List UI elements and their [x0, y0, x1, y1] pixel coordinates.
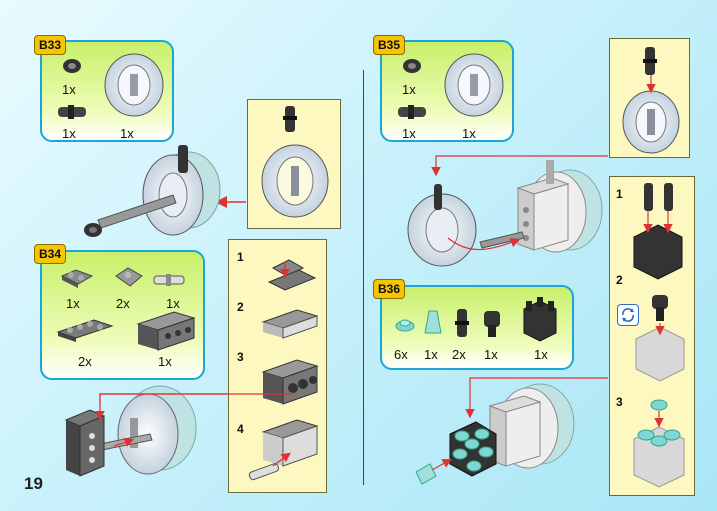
sub-step-1-illustration — [267, 259, 317, 291]
qty-label: 1x — [402, 82, 416, 97]
axle-wheel-assembly — [84, 145, 221, 237]
step-badge-b35: B35 — [373, 35, 406, 55]
pin-part — [58, 105, 86, 119]
qty-label: 1x — [62, 82, 76, 97]
qty-label: 1x — [402, 126, 416, 141]
sub-step-3-illustration — [633, 399, 685, 488]
step-badge-b34: B34 — [34, 244, 67, 264]
qty-label: 1x — [424, 347, 438, 362]
page-divider — [363, 70, 364, 485]
sub-step-3-illustration — [261, 359, 319, 405]
sub-step-number: 1 — [237, 250, 244, 264]
sub-assembly-frame-b33 — [247, 99, 341, 229]
step-badge-b33: B33 — [34, 35, 67, 55]
hub-part — [523, 297, 557, 342]
sub-step-number: 2 — [616, 273, 623, 287]
connector-arrow — [95, 393, 228, 421]
sub-steps-frame-right: 1 2 3 — [609, 176, 695, 496]
sub-step-1-illustration — [633, 183, 683, 280]
page-number: 19 — [24, 474, 43, 493]
sub-step-2-illustration — [261, 309, 319, 339]
connector-part — [484, 311, 500, 337]
sub-step-number: 2 — [237, 300, 244, 314]
sub-steps-frame-left: 1 2 3 4 — [228, 239, 327, 493]
qty-label: 6x — [394, 347, 408, 362]
qty-label: 2x — [78, 354, 92, 369]
rotate-icon — [617, 304, 639, 326]
sub-step-2-illustration — [635, 295, 685, 382]
rotate-arrows-glyph — [622, 308, 634, 322]
step-badge-b36: B36 — [373, 279, 406, 299]
sub-step-number: 3 — [616, 395, 623, 409]
qty-label: 1x — [484, 347, 498, 362]
qty-label: 2x — [116, 296, 130, 311]
sub-step-number: 4 — [237, 422, 244, 436]
parts-box-b36: 6x 1x 2x 1x 1x — [380, 285, 574, 370]
axle-pin-part — [153, 274, 185, 286]
parts-box-b33: 1x 1x 1x — [40, 40, 174, 142]
final-hub-assembly — [415, 383, 575, 485]
round-plate-part — [395, 319, 415, 332]
wheel-part — [444, 53, 504, 117]
sub-step-number: 1 — [616, 187, 623, 201]
parts-box-b34: 1x 2x 1x 2x 1x — [40, 250, 205, 380]
qty-label: 1x — [66, 296, 80, 311]
connector-arrow — [431, 155, 608, 177]
qty-label: 2x — [452, 347, 466, 362]
qty-label: 1x — [62, 126, 76, 141]
pin-part — [455, 309, 469, 337]
bushing-part — [403, 59, 421, 73]
qty-label: 1x — [166, 296, 180, 311]
placement-arrow — [646, 75, 656, 94]
qty-label: 1x — [534, 347, 548, 362]
pin-part — [398, 105, 426, 119]
placement-arrow — [215, 196, 246, 208]
qty-label: 1x — [120, 126, 134, 141]
qty-label: 1x — [462, 126, 476, 141]
slope-plate-part — [115, 267, 143, 287]
wheel-part — [622, 90, 680, 154]
sub-step-4-illustration — [248, 419, 319, 481]
sub-step-number: 3 — [237, 350, 244, 364]
wheel-part — [261, 144, 329, 218]
wheel-axle-assembly — [407, 160, 603, 267]
cone-part — [424, 310, 442, 334]
pin-part — [283, 106, 297, 132]
pin-part — [643, 47, 657, 75]
qty-label: 1x — [158, 354, 172, 369]
connector-arrow — [465, 377, 608, 419]
parts-box-b35: 1x 1x 1x — [380, 40, 514, 142]
bushing-part — [63, 59, 81, 73]
plate-1x2-part — [60, 269, 94, 288]
plate-1x4-part — [56, 319, 114, 342]
technic-brick-part — [136, 311, 196, 351]
sub-assembly-frame-b35 — [609, 38, 690, 158]
wheel-part — [104, 53, 164, 117]
